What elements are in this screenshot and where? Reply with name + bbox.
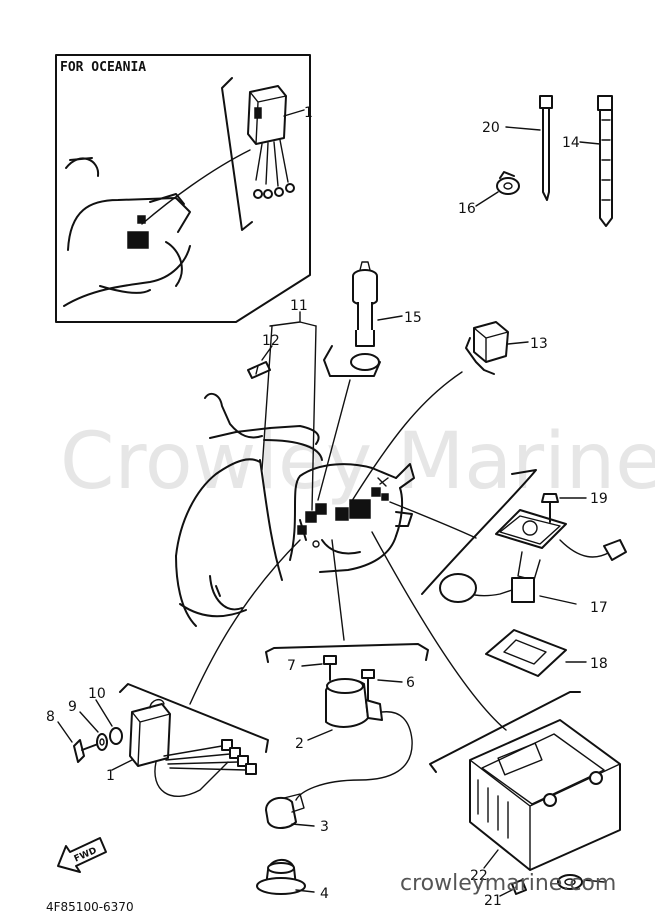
gasket-18: 18 bbox=[485, 629, 608, 677]
scooter-body-drawing bbox=[175, 392, 415, 627]
inset-panel: FOR OCEANIA 1 bbox=[55, 54, 313, 323]
callout-3: 9 bbox=[68, 699, 77, 715]
diagram-code: 4F85100-6370 bbox=[46, 900, 134, 914]
fwd-arrow-icon: FWD bbox=[57, 837, 107, 873]
callout-15: 15 bbox=[404, 310, 422, 326]
bolt-6: 6 bbox=[361, 669, 415, 701]
callout-8: 3 bbox=[320, 819, 329, 835]
screw-22: 21 bbox=[484, 879, 527, 909]
callout-9: 4 bbox=[320, 886, 329, 902]
cdi-unit-1: 1 bbox=[106, 698, 257, 797]
callout-18: 18 bbox=[590, 656, 608, 672]
fuel-sender-group: 17 19 18 bbox=[389, 469, 627, 677]
ignition-coil-5: 2 bbox=[295, 678, 413, 801]
battery-10: 22 bbox=[469, 719, 621, 884]
callout-14: 14 bbox=[562, 135, 580, 151]
washer-3: 9 bbox=[68, 699, 108, 751]
callout-13: 13 bbox=[530, 336, 548, 352]
callout-20: 20 bbox=[482, 120, 500, 136]
ignition-coil-group: 2 7 6 3 4 bbox=[256, 539, 429, 902]
callout-5: 2 bbox=[295, 736, 304, 752]
washer-4: 10 bbox=[88, 686, 123, 745]
fuse-12: 12 bbox=[247, 333, 280, 379]
inset-title: FOR OCEANIA bbox=[60, 60, 146, 75]
callout-16: 16 bbox=[458, 201, 476, 217]
callout-17: 17 bbox=[590, 600, 608, 616]
wire-clamp-16: 16 bbox=[458, 171, 520, 217]
callout-11: 11 bbox=[290, 298, 308, 314]
plug-cap-8: 3 bbox=[265, 793, 329, 835]
cdi-unit-group: 1 8 9 10 bbox=[46, 539, 301, 797]
callout-6: 6 bbox=[406, 675, 415, 691]
bolt-2: 8 bbox=[46, 709, 99, 763]
footer-url: crowleymarine.com bbox=[400, 871, 616, 896]
callout-19: 19 bbox=[590, 491, 608, 507]
cap-cover-9: 4 bbox=[256, 859, 329, 902]
cable-tie-20: 20 bbox=[482, 95, 553, 201]
callout-4: 10 bbox=[88, 686, 106, 702]
inset-scooter-drawing bbox=[63, 157, 191, 307]
callout-2: 8 bbox=[46, 709, 55, 725]
callout-7: 7 bbox=[287, 658, 296, 674]
callout-1-inset: 1 bbox=[304, 105, 313, 121]
callout-10: 22 bbox=[470, 868, 488, 884]
bracket-11: 11 bbox=[261, 298, 317, 511]
callout-1: 1 bbox=[106, 768, 115, 784]
starter-switch-15: 15 bbox=[317, 261, 422, 501]
bolt-7: 7 bbox=[287, 655, 337, 681]
washer-21 bbox=[557, 874, 605, 890]
watermark: Crowley Marine bbox=[60, 417, 655, 507]
callout-22: 21 bbox=[484, 893, 502, 909]
cable-tie-14: 14 bbox=[562, 95, 613, 227]
battery-group: 22 21 bbox=[371, 531, 621, 909]
fuel-sender-17: 17 bbox=[439, 509, 627, 616]
bolt-19: 19 bbox=[541, 491, 608, 523]
relay-13: 13 bbox=[349, 321, 548, 505]
inset-relay-drawing bbox=[247, 85, 295, 199]
